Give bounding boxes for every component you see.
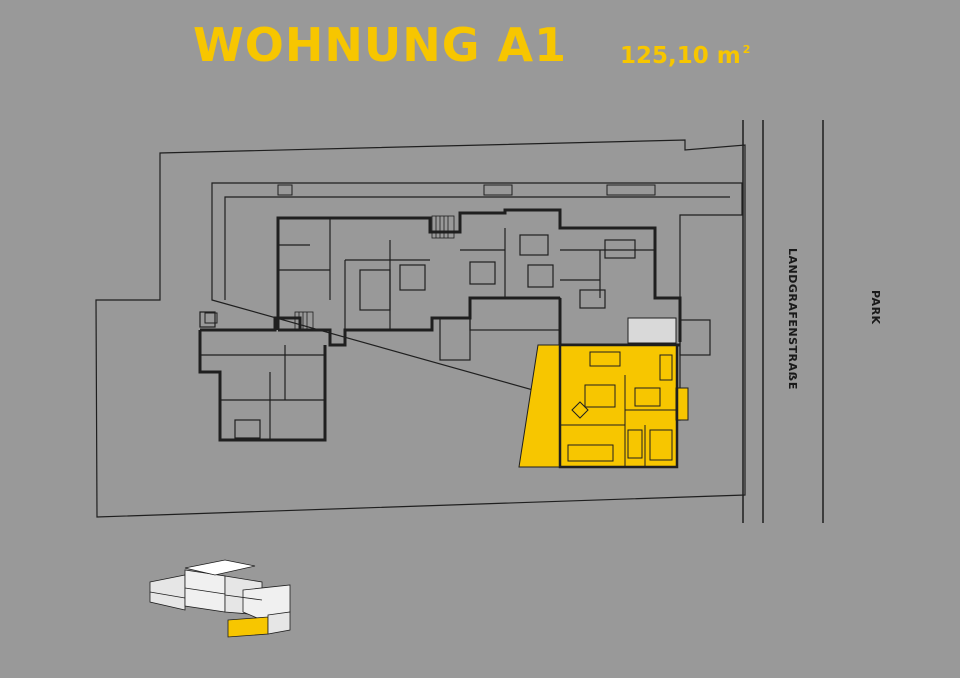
area-unit-superscript: 2 <box>742 43 751 56</box>
stair-core <box>627 317 677 344</box>
stairs <box>294 215 455 331</box>
interior-walls <box>199 218 711 440</box>
apartment-a1-highlight <box>518 343 689 469</box>
area-value: 125,10 m <box>620 43 741 69</box>
balconies <box>204 184 656 324</box>
page-title: WOHNUNG A1 <box>193 18 568 72</box>
street-lines <box>742 120 824 523</box>
building-3d-thumbnail <box>149 559 291 638</box>
street-label: LANDGRAFENSTRAẞE <box>786 248 799 390</box>
park-label: PARK <box>869 290 882 325</box>
